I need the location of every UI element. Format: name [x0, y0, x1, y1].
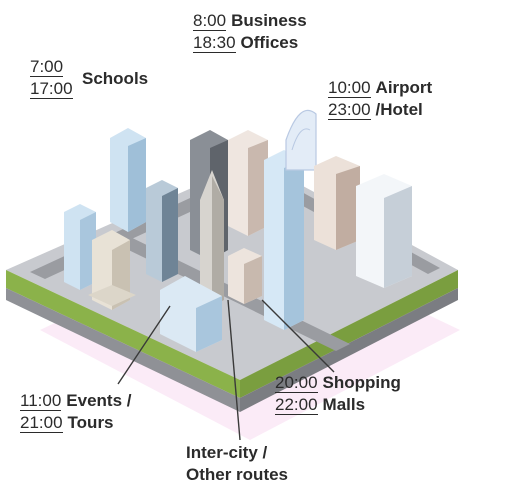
time-close: 21:00	[20, 413, 63, 433]
building-events-hall	[160, 276, 222, 352]
time-open: 10:00	[328, 78, 371, 98]
place-label: Airport	[375, 78, 433, 97]
leader-shopping	[261, 299, 335, 373]
leader-events	[117, 305, 171, 385]
city-platform-grass-right	[240, 270, 458, 398]
place-label: Events /	[66, 391, 132, 410]
time-open: 8:00	[193, 11, 227, 31]
place-label: Tours	[67, 413, 114, 432]
building-glass-tall-center	[264, 150, 304, 330]
building-airport-arch	[285, 109, 317, 171]
building-spire	[200, 170, 224, 306]
callout-schools: 7:00 17:00 Schools	[30, 56, 148, 100]
building-left-small	[64, 204, 96, 290]
building-striped-tower	[228, 130, 268, 236]
place-label: Offices	[240, 33, 299, 52]
city-platform-side-right	[240, 288, 458, 412]
time-open: 20:00	[275, 373, 318, 393]
time-close: 23:00	[328, 100, 371, 120]
time-open: 7:00	[30, 57, 64, 77]
leader-lines	[117, 299, 335, 441]
building-shopping-mall	[228, 248, 262, 304]
city-platform-grass-left	[6, 270, 240, 398]
place-label: Inter-city /	[186, 443, 268, 462]
time-close: 17:00	[30, 79, 73, 99]
city-platform-side-left	[6, 288, 240, 412]
callout-intercity-routes: Inter-city / Other routes	[186, 442, 288, 486]
building-tall-glass-left	[110, 128, 146, 232]
building-schools	[88, 230, 136, 310]
time-open: 11:00	[20, 391, 62, 411]
building-white-block-right	[356, 174, 412, 288]
time-close: 18:30	[193, 33, 236, 53]
place-label: Schools	[82, 69, 149, 88]
building-dark-glass	[146, 180, 178, 282]
place-label: Other routes	[186, 465, 289, 484]
place-label: Malls	[322, 395, 366, 414]
time-close: 22:00	[275, 395, 318, 415]
place-label: /Hotel	[375, 100, 423, 119]
place-label: Business	[231, 11, 307, 30]
leader-intercity	[227, 299, 241, 441]
building-hotel	[314, 156, 360, 250]
place-label: Shopping	[322, 373, 401, 392]
